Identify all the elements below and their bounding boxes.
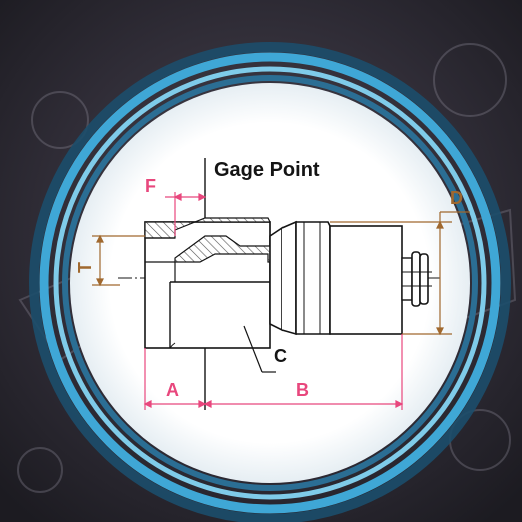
dimension-F	[165, 192, 207, 236]
dimension-T-label: T	[75, 262, 95, 273]
hose-stub	[401, 257, 413, 301]
nut-hatched-section	[144, 217, 271, 263]
dimension-C-leader	[243, 325, 276, 373]
inner-ring	[62, 75, 478, 491]
middle-ring	[53, 66, 487, 500]
dimension-C-label: C	[274, 346, 287, 366]
ferrule-body	[329, 225, 403, 335]
gage-point-label: Gage Point	[214, 159, 320, 181]
hose-end-ring-1	[411, 251, 421, 307]
dimension-B-label: B	[296, 380, 309, 400]
ferrule-transition	[269, 226, 283, 332]
outer-ring-blue	[39, 52, 501, 514]
dimension-A-B	[143, 334, 404, 410]
outer-ring-dark	[29, 42, 511, 522]
ferrule-sleeve	[295, 221, 331, 335]
dimension-F-label: F	[145, 176, 156, 196]
dimension-A-label: A	[166, 380, 179, 400]
hose-end-ring-2	[419, 253, 429, 305]
dimension-D	[330, 211, 470, 336]
dimension-T	[92, 234, 145, 287]
dimension-D-label: D	[450, 188, 463, 208]
